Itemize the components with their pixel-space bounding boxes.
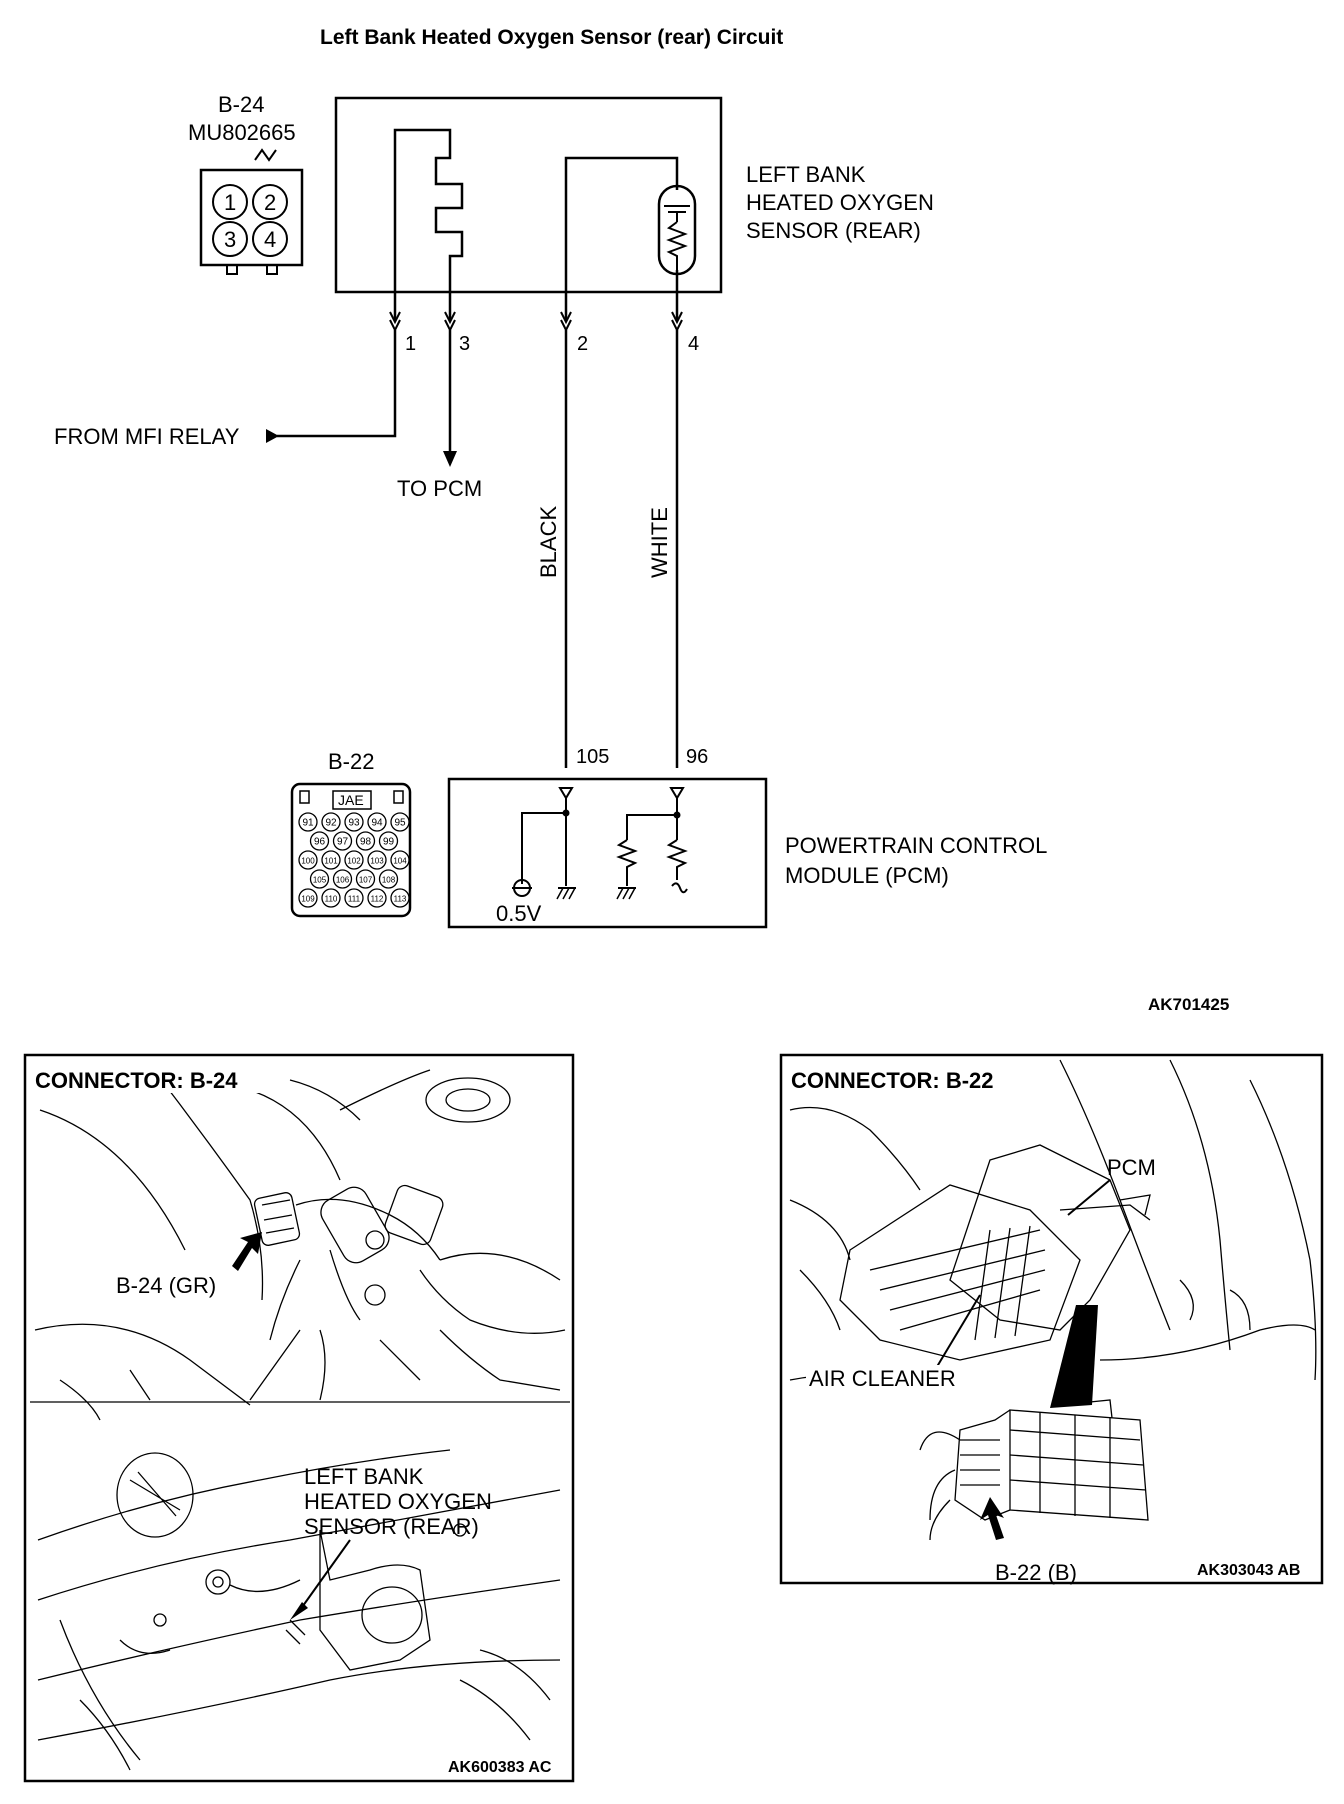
sensor-pin-2: 2 bbox=[577, 333, 588, 355]
connector-b22-pin-label: 111 bbox=[348, 895, 361, 904]
connector-b22-id: B-22 bbox=[328, 749, 374, 774]
connector-b24-icon: B-24 MU802665 1 2 3 4 bbox=[188, 92, 304, 275]
connector-b22-pin-circle bbox=[332, 869, 353, 889]
diagram-title: Left Bank Heated Oxygen Sensor (rear) Ci… bbox=[320, 26, 783, 49]
connector-b22-pin-label: 100 bbox=[301, 857, 315, 866]
connector-b22-pin-label: 112 bbox=[371, 895, 384, 904]
connector-b22-pin-circle bbox=[378, 869, 399, 889]
panel-connector-b22: PCM AIR CLEANER B-22 (B) CONNECTOR: B-22… bbox=[779, 1053, 1324, 1585]
connector-b22-pin-circle bbox=[367, 888, 387, 908]
pcm-voltage-label: 0.5V bbox=[496, 901, 542, 926]
pcm-pin-105: 105 bbox=[576, 746, 609, 768]
connector-b22-pin-circle bbox=[298, 812, 318, 832]
connector-b24-pin-2: 2 bbox=[264, 190, 276, 215]
connector-b22-pin-label: 103 bbox=[370, 857, 384, 866]
connector-b22-pin-circle bbox=[309, 869, 330, 889]
connector-b22-pin-label: 91 bbox=[302, 818, 314, 829]
connector-b22-pin-circle bbox=[378, 831, 399, 851]
callout-sensor-line-1: LEFT BANK bbox=[304, 1464, 424, 1489]
connector-b22-pins: 91 92 93 94 95 96 97 98 99 100 101 102 103 104 105 106 1… bbox=[298, 812, 410, 908]
connector-b22-pin-label: 105 bbox=[313, 876, 327, 885]
callout-sensor-line-3: SENSOR (REAR) bbox=[304, 1514, 479, 1539]
sensor-label-line-3: SENSOR (REAR) bbox=[746, 218, 921, 243]
connector-b22-pin-label: 93 bbox=[348, 818, 360, 829]
connector-b22-pin-circle bbox=[390, 888, 410, 908]
connector-b22-pin-circle bbox=[321, 812, 341, 832]
connector-b24-pin-1: 1 bbox=[224, 190, 236, 215]
callout-pcm: PCM bbox=[1107, 1155, 1156, 1180]
panel-connector-b24: B-24 (GR) LEFT BANK HEATED OXYGEN SENSOR… bbox=[23, 1053, 575, 1783]
connector-b22-pin-label: 108 bbox=[382, 876, 396, 885]
connector-b22-pin-label: 95 bbox=[394, 818, 406, 829]
panel-right-code: AK303043 AB bbox=[1197, 1562, 1300, 1579]
connector-b22-pin-label: 104 bbox=[393, 857, 407, 866]
connector-b22-pin-circle bbox=[321, 850, 341, 870]
connector-b22-pin-circle bbox=[298, 888, 318, 908]
from-mfi-relay-label: FROM MFI RELAY bbox=[54, 424, 240, 449]
connector-b22-pin-circle bbox=[367, 850, 387, 870]
connector-b22-pin-label: 97 bbox=[337, 837, 349, 848]
connector-b22-pin-circle bbox=[344, 812, 364, 832]
wire-color-black: BLACK bbox=[536, 506, 561, 578]
connector-b22-pin-label: 102 bbox=[347, 857, 361, 866]
connector-b22-pin-label: 99 bbox=[383, 837, 395, 848]
pcm-label-line-2: MODULE (PCM) bbox=[785, 863, 949, 888]
wire-to-pcm bbox=[443, 330, 457, 467]
connector-b22-pin-circle bbox=[309, 831, 330, 851]
sensor-box bbox=[334, 96, 723, 320]
connector-b22-pin-label: 109 bbox=[301, 895, 315, 904]
wire-color-white: WHITE bbox=[647, 507, 672, 578]
callout-sensor-line-2: HEATED OXYGEN bbox=[304, 1489, 492, 1514]
sensor-pin-3: 3 bbox=[459, 333, 470, 355]
panel-right-title: CONNECTOR: B-22 bbox=[791, 1068, 994, 1093]
sensor-pin-1: 1 bbox=[405, 333, 416, 355]
connector-b22-pin-label: 96 bbox=[314, 837, 326, 848]
connector-b22-pin-label: 101 bbox=[324, 857, 338, 866]
callout-air-cleaner: AIR CLEANER bbox=[809, 1366, 956, 1391]
sensor-label-line-2: HEATED OXYGEN bbox=[746, 190, 934, 215]
sensor-pin-4: 4 bbox=[688, 333, 699, 355]
connector-b24-part-number: MU802665 bbox=[188, 120, 296, 145]
engine-sketch-lower bbox=[37, 1449, 561, 1771]
callout-b24: B-24 (GR) bbox=[116, 1273, 216, 1298]
panel-left-title: CONNECTOR: B-24 bbox=[35, 1068, 238, 1093]
connector-b22-pin-label: 113 bbox=[394, 895, 407, 904]
connector-b22-pin-circle bbox=[344, 850, 364, 870]
connector-b22-pin-label: 107 bbox=[359, 876, 373, 885]
pcm-pin-96: 96 bbox=[686, 746, 708, 768]
connector-b22-pin-circle bbox=[390, 812, 410, 832]
connector-b24-pin-4: 4 bbox=[264, 227, 276, 252]
diagram-code: AK701425 bbox=[1148, 995, 1229, 1014]
connector-b22-pin-circle bbox=[390, 850, 410, 870]
connector-b22-pin-label: 92 bbox=[325, 818, 337, 829]
callout-b22: B-22 (B) bbox=[995, 1560, 1077, 1585]
to-pcm-label: TO PCM bbox=[397, 476, 482, 501]
engine-sketch-right bbox=[789, 1059, 1317, 1541]
connector-b22-pin-circle bbox=[344, 888, 364, 908]
sensor-label-line-1: LEFT BANK bbox=[746, 162, 866, 187]
connector-b22-pin-label: 110 bbox=[325, 895, 338, 904]
connector-b22-maker: JAE bbox=[338, 792, 364, 808]
connector-b22-pin-circle bbox=[321, 888, 341, 908]
sensor-pin-arrows bbox=[389, 311, 683, 333]
pcm-box bbox=[447, 777, 768, 929]
connector-b22-pin-circle bbox=[332, 831, 353, 851]
wire-from-mfi-relay bbox=[266, 330, 397, 443]
connector-b22-pin-circle bbox=[367, 812, 387, 832]
connector-b24-id: B-24 bbox=[218, 92, 264, 117]
connector-b22-pin-circle bbox=[298, 850, 318, 870]
panel-left-code: AK600383 AC bbox=[448, 1759, 552, 1776]
engine-sketch-upper bbox=[30, 1064, 570, 1421]
connector-b22-pin-circle bbox=[355, 869, 376, 889]
connector-b22-pin-label: 94 bbox=[371, 818, 383, 829]
connector-b22-pin-circle bbox=[355, 831, 376, 851]
connector-b22-pin-label: 106 bbox=[336, 876, 350, 885]
connector-b22-pin-label: 98 bbox=[360, 837, 372, 848]
pcm-label-line-1: POWERTRAIN CONTROL bbox=[785, 833, 1047, 858]
connector-b22-icon: B-22 JAE 91 92 93 94 95 96 97 98 99 100 101 102 103 1… bbox=[290, 749, 412, 918]
connector-b24-pin-3: 3 bbox=[224, 227, 236, 252]
